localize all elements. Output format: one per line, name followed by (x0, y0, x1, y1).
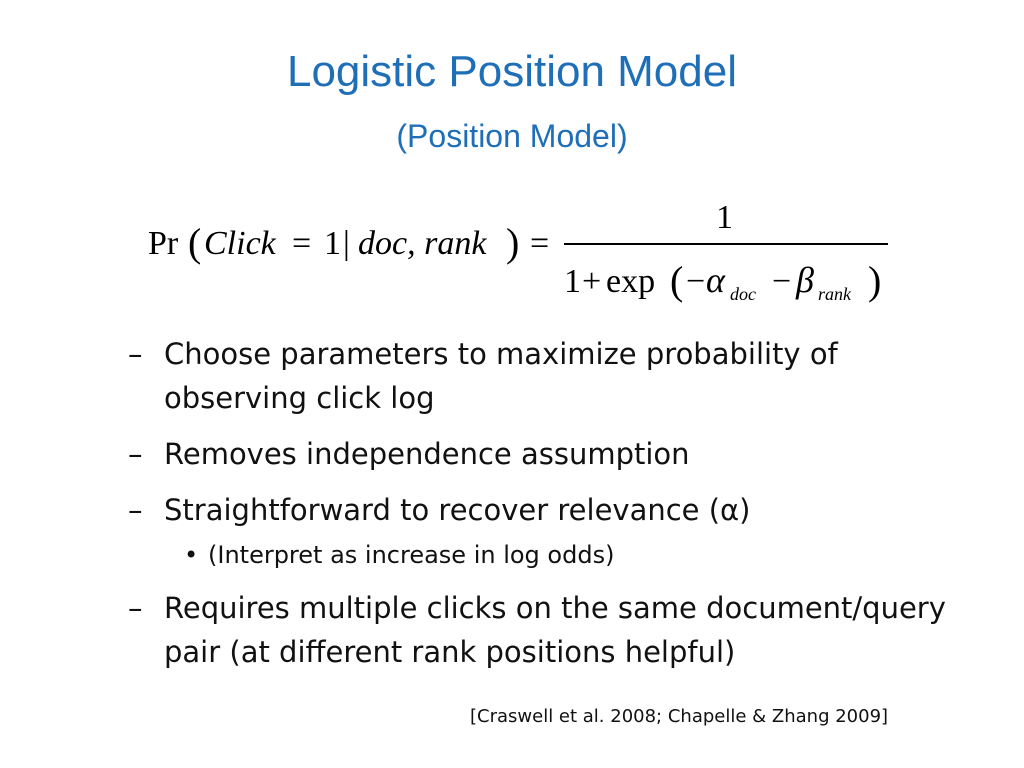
citation: [Craswell et al. 2008; Chapelle & Zhang … (470, 706, 889, 727)
bullet-text: Straightforward to recover relevance (α) (164, 493, 751, 527)
bullet-dash: – (128, 437, 143, 471)
formula-eq2: = (530, 225, 549, 262)
sub-bullet-text: (Interpret as increase in log odds) (208, 541, 615, 569)
slide-title: Logistic Position Model (286, 47, 737, 96)
formula-lparen: ( (188, 220, 201, 265)
formula-pr: Pr (148, 225, 179, 262)
formula-one: 1 (324, 225, 341, 262)
bullet-dot: • (184, 541, 199, 569)
formula-eq1: = (292, 225, 311, 262)
slide-subtitle: (Position Model) (396, 118, 628, 154)
bullet-text: Removes independence assumption (164, 437, 690, 471)
bullet-item: – Choose parameters to maximize probabil… (128, 332, 988, 420)
formula-beta: β (795, 260, 814, 300)
bullet-list: – Choose parameters to maximize probabil… (128, 332, 988, 686)
formula-click: Click (204, 225, 277, 262)
formula-doc-sub: doc (730, 284, 756, 304)
formula-den-rparen: ) (868, 258, 881, 303)
bullet-text: Requires multiple clicks on the same doc… (164, 591, 946, 669)
formula-den-one: 1 (564, 263, 581, 300)
formula-den-lparen: ( (670, 258, 683, 303)
formula-alpha: α (706, 260, 726, 300)
bullet-item: – Removes independence assumption (128, 432, 988, 476)
formula: Pr ( Click = 1 | doc, rank ) = 1 1 + exp… (140, 190, 900, 310)
bullet-dash: – (128, 337, 143, 371)
formula-plus: + (582, 263, 601, 300)
bullet-item: – Requires multiple clicks on the same d… (128, 586, 988, 674)
formula-exp: exp (606, 263, 655, 300)
formula-minus2: − (772, 263, 791, 300)
formula-rparen: ) (506, 220, 519, 265)
bullet-dash: – (128, 591, 143, 625)
sub-bullet-item: • (Interpret as increase in log odds) (128, 538, 988, 572)
formula-numerator: 1 (716, 199, 733, 236)
formula-docrank: doc, rank (358, 225, 487, 262)
formula-bar: | (343, 225, 350, 262)
formula-minus1: − (686, 263, 705, 300)
bullet-item: – Straightforward to recover relevance (… (128, 488, 988, 532)
formula-rank-sub: rank (818, 284, 852, 304)
bullet-dash: – (128, 493, 143, 527)
bullet-text: Choose parameters to maximize probabilit… (164, 337, 838, 415)
